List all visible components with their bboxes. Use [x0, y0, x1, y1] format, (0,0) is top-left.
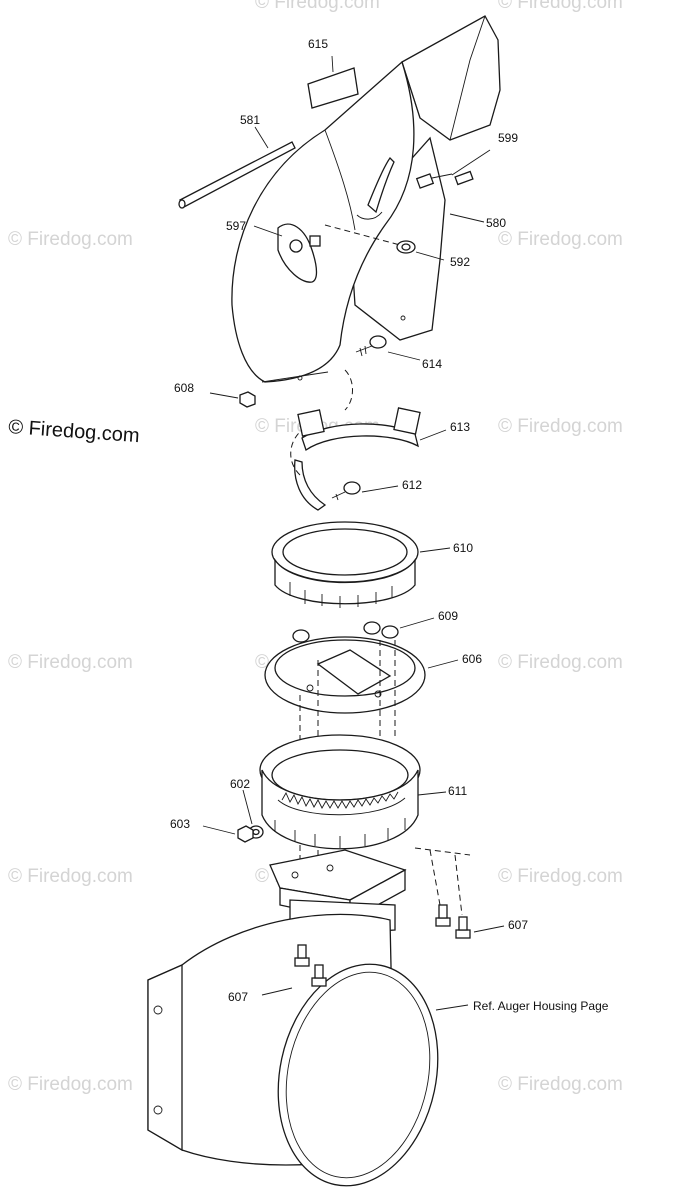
part-labels: 615 581 599 597 580 592 614 608 613 612 …: [170, 37, 609, 1013]
nut-608: [209, 391, 256, 408]
label-613: 613: [450, 420, 470, 434]
label-612: 612: [402, 478, 422, 492]
watermark: © Firedog.com: [8, 866, 133, 887]
label-607: 607: [228, 990, 248, 1004]
label-603: 603: [170, 817, 190, 831]
watermark: © Firedog.com: [498, 1074, 623, 1095]
label-602: 602: [230, 777, 250, 791]
washers-602-603: [202, 789, 264, 843]
label-592: 592: [450, 255, 470, 269]
watermark: © Firedog.com: [8, 652, 133, 673]
label-610: 610: [453, 541, 473, 555]
label-611: 611: [448, 784, 467, 798]
label-607: 607: [508, 918, 528, 932]
label-608: 608: [174, 381, 194, 395]
discharge-chute-580: [231, 15, 501, 383]
rod-581: [178, 126, 296, 209]
washer-592: [324, 224, 445, 261]
watermark: © Firedog.com: [498, 416, 623, 437]
watermark: © Firedog.com: [8, 1074, 133, 1095]
watermark: © Firedog.com: [498, 229, 623, 250]
label-615: 615: [308, 37, 328, 51]
watermark: © Firedog.com: [498, 652, 623, 673]
decal-615: [307, 55, 359, 109]
reference-note: Ref. Auger Housing Page: [473, 999, 609, 1013]
label-597: 597: [226, 219, 246, 233]
bolts-607: [261, 904, 505, 996]
label-609: 609: [438, 609, 458, 623]
ring-610: [271, 521, 451, 608]
label-581: 581: [240, 113, 260, 127]
plate-606: [264, 636, 459, 714]
watermark: © Firedog.com: [498, 0, 623, 13]
watermark-dark: © Firedog.com: [8, 416, 141, 447]
watermark: © Firedog.com: [255, 0, 380, 13]
gear-ring-611: [259, 734, 447, 850]
leader-580: [449, 213, 485, 223]
label-606: 606: [462, 652, 482, 666]
clamp-613: [290, 369, 447, 511]
watermark: © Firedog.com: [498, 866, 623, 887]
watermark: © Firedog.com: [8, 229, 133, 250]
auger-housing: [147, 899, 469, 1187]
screw-614: [355, 335, 421, 361]
bolt-599: [415, 149, 491, 189]
screw-612: [331, 481, 399, 501]
knob-597: [253, 223, 321, 283]
label-580: 580: [486, 216, 506, 230]
label-614: 614: [422, 357, 442, 371]
label-599: 599: [498, 131, 518, 145]
